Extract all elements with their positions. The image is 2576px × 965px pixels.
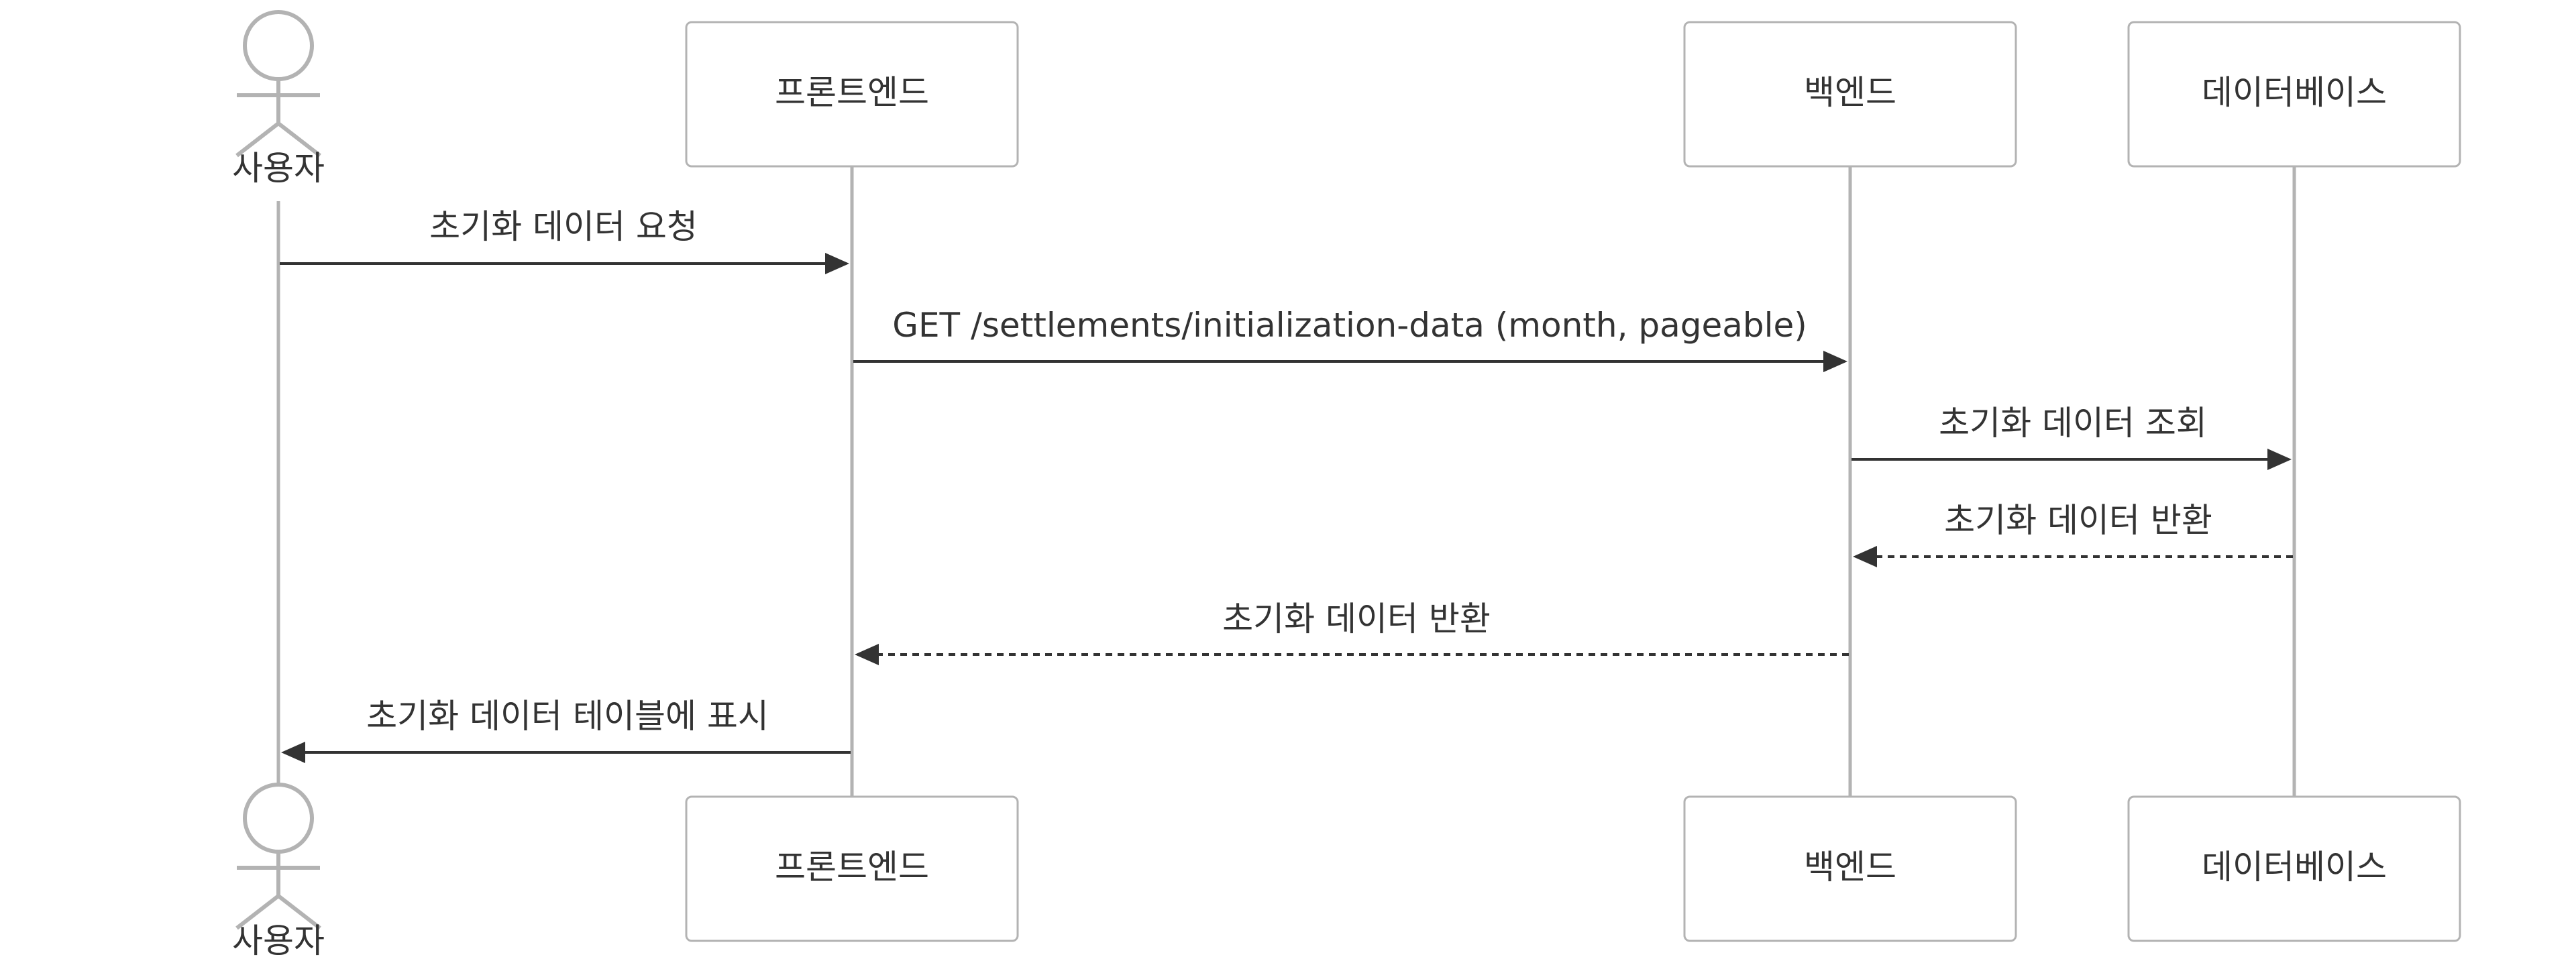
message-label: 초기화 데이터 조회 [1939,404,2207,443]
actor-user-top: 사용자 [232,10,325,188]
person-icon [235,10,321,158]
message-request-init-data: 초기화 데이터 요청 [280,207,849,274]
participant-label: 프론트엔드 [775,73,929,112]
message-query-init-data: 초기화 데이터 조회 [1851,404,2292,470]
arrow-right-icon [2267,449,2292,470]
participant-backend-bottom: 백엔드 [1683,795,2017,942]
actor-label: 사용자 [232,149,325,188]
arrow-left-icon [281,742,305,763]
message-return-init-data-db: 초기화 데이터 반환 [1853,501,2293,567]
participant-label: 백엔드 [1804,73,1896,112]
arrow-right-icon [825,253,849,274]
participant-backend-top: 백엔드 [1683,21,2017,168]
person-icon [235,783,321,930]
arrow-right-icon [1823,351,1847,372]
arrow-left-icon [1853,546,1877,567]
actor-label: 사용자 [232,921,325,960]
participant-label: 데이터베이스 [2202,848,2387,887]
participant-label: 데이터베이스 [2202,73,2387,112]
message-label: 초기화 데이터 반환 [1222,600,1491,638]
participant-label: 백엔드 [1804,848,1896,887]
actor-user-bottom: 사용자 [232,783,325,960]
message-get-init-data: GET /settlements/initialization-data (mo… [853,306,1847,372]
message-display-init-data: 초기화 데이터 테이블에 표시 [281,697,851,763]
message-return-init-data-backend: 초기화 데이터 반환 [855,600,1849,665]
participant-frontend-top: 프론트엔드 [685,21,1019,168]
message-label: 초기화 데이터 요청 [429,207,698,246]
participant-database-bottom: 데이터베이스 [2127,795,2461,942]
message-label: 초기화 데이터 반환 [1944,501,2212,540]
arrow-left-icon [855,644,879,665]
message-label: 초기화 데이터 테이블에 표시 [366,697,769,736]
message-label: GET /settlements/initialization-data (mo… [892,306,1807,345]
participant-frontend-bottom: 프론트엔드 [685,795,1019,942]
participant-database-top: 데이터베이스 [2127,21,2461,168]
participant-label: 프론트엔드 [775,848,929,887]
